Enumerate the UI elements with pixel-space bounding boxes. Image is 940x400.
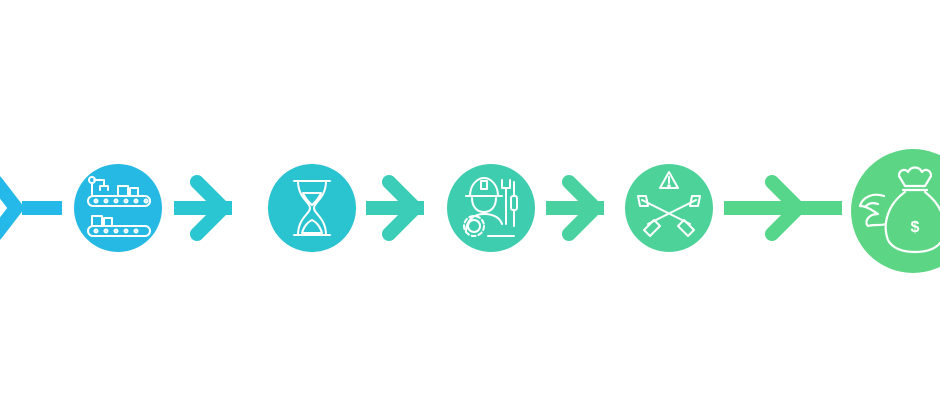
- arrow-right-icon: [0, 176, 23, 240]
- hourglass-icon: [293, 180, 331, 236]
- arrow-right-icon: [765, 175, 805, 241]
- step-3-circle: [447, 164, 535, 252]
- arrow-right-icon: [562, 175, 602, 241]
- arrow-right-icon: [190, 175, 230, 241]
- step-2-circle: [268, 164, 356, 252]
- mechanic-gear-tools-icon: [463, 177, 518, 237]
- step-4-circle: [625, 164, 713, 252]
- conveyor-production-icon: [87, 176, 151, 237]
- svg-text:$: $: [911, 219, 920, 236]
- crossed-hammers-warning-icon: [637, 171, 701, 237]
- step-5-circle: $: [851, 149, 940, 273]
- step-1-circle: [74, 164, 162, 252]
- money-bag-wings-icon: $: [858, 166, 940, 254]
- arrow-right-icon: [382, 175, 422, 241]
